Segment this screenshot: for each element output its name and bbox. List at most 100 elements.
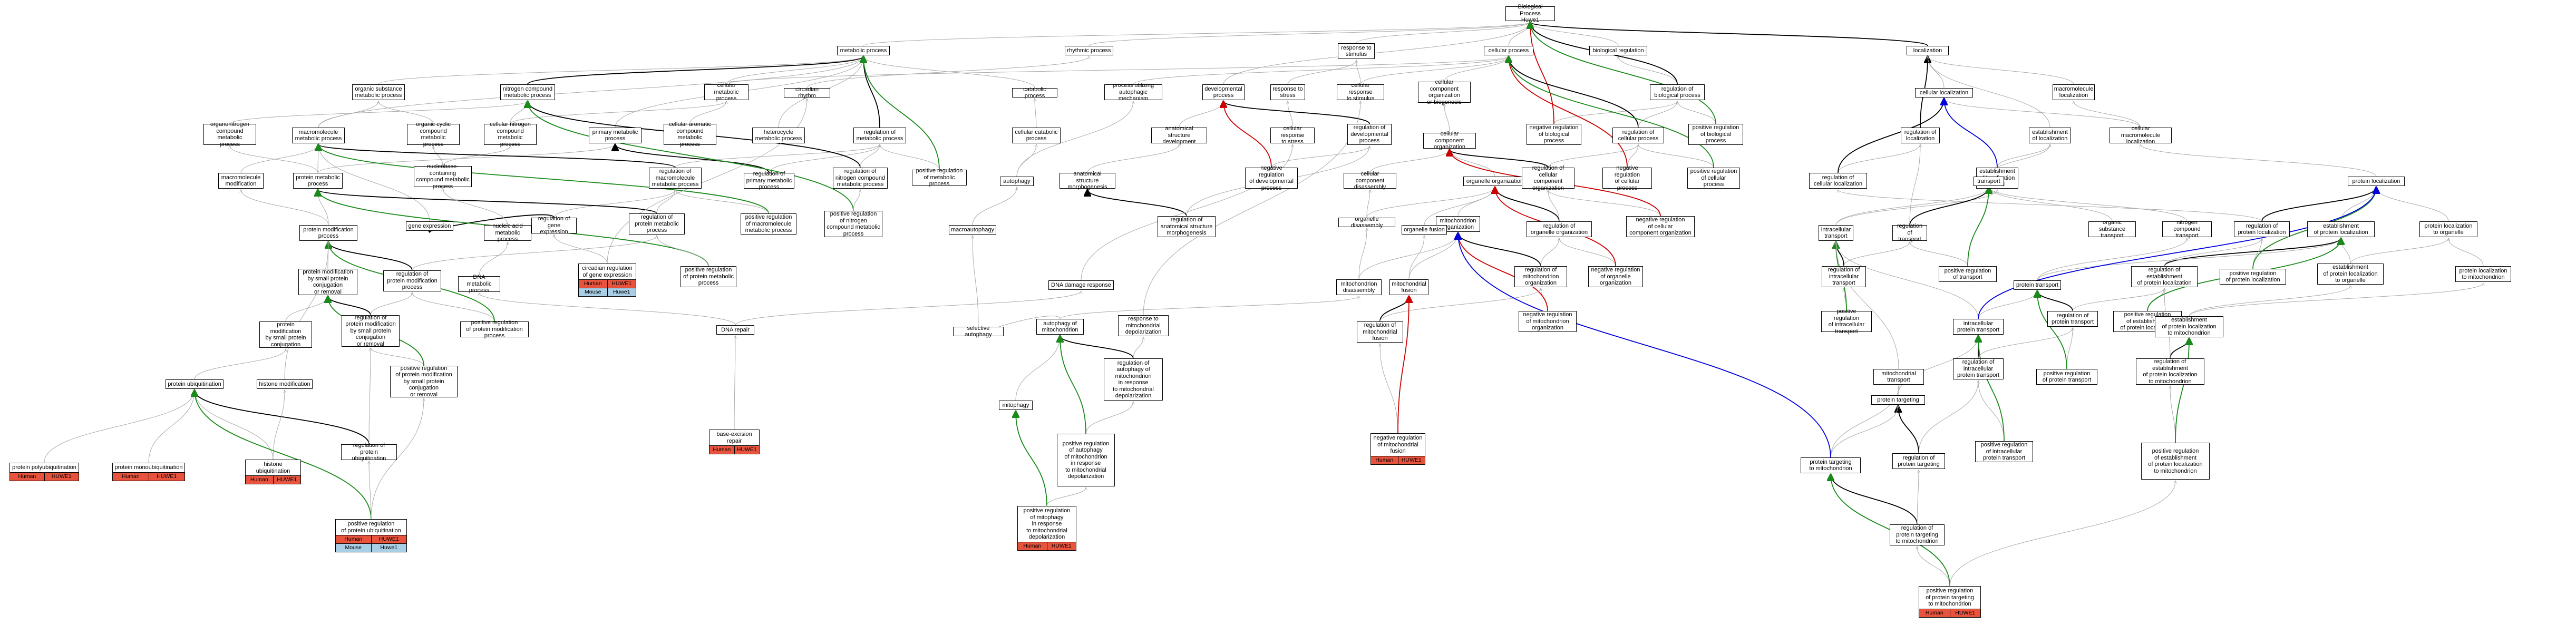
go-term-primary-met[interactable]: primary metabolic process xyxy=(589,128,641,143)
go-term-pos-reg-protein-mod-conj[interactable]: positive regulation of protein modificat… xyxy=(390,365,458,398)
go-term-neg-reg-dev[interactable]: negative regulation of developmental pro… xyxy=(1245,165,1298,191)
go-term-cell-comp-org-bio[interactable]: cellular component organization or bioge… xyxy=(1418,79,1471,105)
go-term-neg-reg-cell-proc[interactable]: negative regulation of cellular process xyxy=(1602,165,1652,191)
go-term-transport[interactable]: transport xyxy=(1974,177,2004,186)
go-term-est-protein-loc-mito[interactable]: establishment of protein localization to… xyxy=(2155,316,2223,337)
go-term-reg-transport[interactable]: regulation of transport xyxy=(1892,223,1927,242)
go-term-protein-loc-mito[interactable]: protein localization to mitochondrion xyxy=(2455,266,2511,282)
go-term-cell-comp-disassembly[interactable]: cellular component disassembly xyxy=(1344,171,1396,190)
go-term-pos-reg-met[interactable]: positive regulation of metabolic process xyxy=(912,168,967,187)
annotated-term-pos-reg-protein-targeting-mito[interactable]: positive regulation of protein targeting… xyxy=(1919,586,1981,618)
go-term-cell-resp-stim[interactable]: cellular response to stimulus xyxy=(1337,82,1384,102)
go-term-mitophagy[interactable]: mitophagy xyxy=(999,401,1033,410)
go-term-reg-anat-morph[interactable]: regulation of anatomical structure morph… xyxy=(1158,216,1216,237)
go-term-reg-cell-comp-org[interactable]: regulation of cellular component organiz… xyxy=(1522,165,1574,191)
go-term-anat-struct-dev[interactable]: anatomical structure development xyxy=(1151,125,1207,145)
go-term-cell-catabolic[interactable]: cellular catabolic process xyxy=(1012,128,1061,143)
go-term-reg-met[interactable]: regulation of metabolic process xyxy=(853,128,906,143)
go-term-nitrogen-met[interactable]: nitrogen compound metabolic process xyxy=(500,84,555,100)
go-term-reg-protein-targeting[interactable]: regulation of protein targeting xyxy=(1892,453,1945,469)
go-term-neg-reg-organelle-org[interactable]: negative regulation of organelle organiz… xyxy=(1588,266,1643,287)
go-term-cell-aromatic[interactable]: cellular aromatic compound metabolic pro… xyxy=(664,121,716,148)
go-term-developmental[interactable]: developmental process xyxy=(1202,84,1245,100)
go-term-reg-primary-met[interactable]: regulation of primary metabolic process xyxy=(744,171,794,190)
go-term-pos-reg-macromol-met[interactable]: positive regulation of macromolecule met… xyxy=(741,213,796,235)
go-term-reg-autophagy-mito[interactable]: regulation of autophagy of mitochondrion… xyxy=(1104,358,1163,401)
go-term-protein-targeting[interactable]: protein targeting xyxy=(1871,395,1925,405)
go-term-macroautophagy[interactable]: macroautophagy xyxy=(949,225,996,235)
go-term-intracellular-transport[interactable]: intracellular transport xyxy=(1819,225,1853,241)
go-term-pos-reg-protein-mod[interactable]: positive regulation of protein modificat… xyxy=(460,319,529,339)
go-term-reg-protein-ubiq[interactable]: regulation of protein ubiquitination xyxy=(341,442,397,462)
go-term-reg-loc[interactable]: regulation of localization xyxy=(1901,128,1940,143)
go-term-est-protein-loc[interactable]: establishment of protein localization xyxy=(2307,221,2375,237)
go-term-heterocycle[interactable]: heterocycle metabolic process xyxy=(752,128,805,143)
go-term-reg-est-protein-loc[interactable]: regulation of establishment of protein l… xyxy=(2131,266,2198,287)
go-term-reg-protein-loc[interactable]: regulation of protein localization xyxy=(2234,221,2290,237)
go-term-reg-dev[interactable]: regulation of developmental process xyxy=(1347,124,1392,145)
annotated-term-pos-reg-protein-ubiq[interactable]: positive regulation of protein ubiquitin… xyxy=(335,519,407,552)
go-term-reg-mito-fusion[interactable]: regulation of mitochondrial fusion xyxy=(1357,321,1403,343)
go-term-reg-mito-org[interactable]: regulation of mitochondrion organization xyxy=(1514,266,1567,287)
go-term-mito-disassembly[interactable]: mitochondrion disassembly xyxy=(1336,279,1382,295)
go-term-resp-mito-depol[interactable]: response to mitochondrial depolarization xyxy=(1118,315,1169,336)
go-term-est-protein-loc-organelle[interactable]: establishment of protein localization to… xyxy=(2317,264,2384,285)
go-term-resp-stress[interactable]: response to stress xyxy=(1270,84,1305,100)
go-term-organonitrogen[interactable]: organonitrogen compound metabolic proces… xyxy=(203,121,256,148)
go-term-protein-met[interactable]: protein metabolic process xyxy=(293,173,343,189)
go-term-organelle-disassembly[interactable]: organelle disassembly xyxy=(1338,216,1395,229)
go-term-anat-struct-morph[interactable]: anatomical structure morphogenesis xyxy=(1059,171,1115,190)
go-term-bp[interactable]: Biological Process Huwe1 xyxy=(1505,4,1555,23)
go-term-protein-transport[interactable]: protein transport xyxy=(2014,280,2061,290)
go-term-mitochondrial-transport[interactable]: mitochondrial transport xyxy=(1873,369,1924,385)
go-term-circadian-rhythm[interactable]: circadian rhythm xyxy=(784,86,830,99)
go-term-pos-reg-intracellular-transport[interactable]: positive regulation of intracellular tra… xyxy=(1821,308,1872,335)
go-term-nucleic-acid-met[interactable]: nucleic acid metabolic process xyxy=(484,223,531,242)
go-term-cell-met[interactable]: cellular metabolic process xyxy=(704,82,749,102)
go-term-dna-damage[interactable]: DNA damage response xyxy=(1048,280,1114,290)
go-term-cell-nitrogen[interactable]: cellular nitrogen compound metabolic pro… xyxy=(484,121,537,148)
go-term-pos-reg-autophagy-mito[interactable]: positive regulation of autophagy of mito… xyxy=(1057,434,1115,486)
go-term-pos-reg-transport[interactable]: positive regulation of transport xyxy=(1939,266,1997,282)
go-term-protein-mod[interactable]: protein modification process xyxy=(299,225,357,241)
go-term-reg-protein-mod[interactable]: regulation of protein modification proce… xyxy=(383,270,441,291)
go-term-cell-comp-org[interactable]: cellular component organization xyxy=(1423,131,1476,150)
go-term-org-subst-met[interactable]: organic substance metabolic process xyxy=(352,84,405,100)
go-term-reg-cell-loc[interactable]: regulation of cellular localization xyxy=(1809,173,1867,189)
go-term-cell-macromol-loc[interactable]: cellular macromolecule localization xyxy=(2110,125,2172,145)
go-term-org-cyclic[interactable]: organic cyclic compound metabolic proces… xyxy=(407,121,460,148)
go-term-nucleobase[interactable]: nucleobase-containing compound metabolic… xyxy=(414,163,472,190)
go-term-nitrogen-transport[interactable]: nitrogen compound transport xyxy=(2162,219,2212,239)
go-term-protein-mod-small[interactable]: protein modification by small protein co… xyxy=(259,321,312,348)
go-term-reg-est-protein-loc-mito[interactable]: regulation of establishment of protein l… xyxy=(2136,358,2204,385)
go-term-selective-autophagy[interactable]: selective autophagy xyxy=(953,325,1004,338)
go-term-dna-repair[interactable]: DNA repair xyxy=(716,325,754,335)
go-term-pos-reg-protein-met[interactable]: positive regulation of protein metabolic… xyxy=(681,266,736,287)
annotated-term-neg-reg-mito-fusion[interactable]: negative regulation of mitochondrial fus… xyxy=(1370,433,1425,465)
go-term-reg-protein-met[interactable]: regulation of protein metabolic process xyxy=(629,213,685,235)
go-term-cell-loc[interactable]: cellular localization xyxy=(1915,88,1973,97)
go-term-pos-reg-est-protein-loc-mito[interactable]: positive regulation of establishment of … xyxy=(2141,443,2210,480)
go-term-neg-reg-mito-org[interactable]: negative regulation of mitochondrion org… xyxy=(1519,311,1577,332)
go-term-protein-mod-conj[interactable]: protein modification by small protein co… xyxy=(298,269,357,295)
go-term-reg-intracellular-transport[interactable]: regulation of intracellular transport xyxy=(1822,266,1866,287)
go-term-pos-reg-cell-proc[interactable]: positive regulation of cellular process xyxy=(1687,168,1740,189)
go-term-org-subst-transport[interactable]: organic substance transport xyxy=(2088,219,2136,239)
go-term-protein-targeting-mito[interactable]: protein targeting to mitochondrion xyxy=(1801,457,1861,473)
go-term-reg-gene-expr[interactable]: regulation of gene expression xyxy=(531,216,577,235)
go-term-dna-met[interactable]: DNA metabolic process xyxy=(458,274,500,294)
go-term-reg-nitrogen-met[interactable]: regulation of nitrogen compound metaboli… xyxy=(833,168,888,189)
go-term-neg-reg-cell-comp-org[interactable]: negative regulation of cellular componen… xyxy=(1626,216,1695,237)
annotated-term-pos-reg-mitophagy[interactable]: positive regulation of mitophagy in resp… xyxy=(1017,506,1076,551)
go-term-pos-reg-bio[interactable]: positive regulation of biological proces… xyxy=(1688,124,1743,145)
go-term-macromol-met[interactable]: macromolecule metabolic process xyxy=(292,128,345,143)
go-term-intracellular-protein-transport[interactable]: intracellular protein transport xyxy=(1953,319,2004,335)
go-term-neg-reg-bio[interactable]: negative regulation of biological proces… xyxy=(1527,124,1581,145)
go-term-reg-bio[interactable]: regulation of biological process xyxy=(1650,84,1705,100)
go-term-autophagic-mech[interactable]: process utilizing autophagic mechanism xyxy=(1104,82,1162,102)
go-term-rhythmic[interactable]: rhythmic process xyxy=(1065,46,1113,55)
go-term-organelle-org[interactable]: organelle organization xyxy=(1463,177,1527,186)
